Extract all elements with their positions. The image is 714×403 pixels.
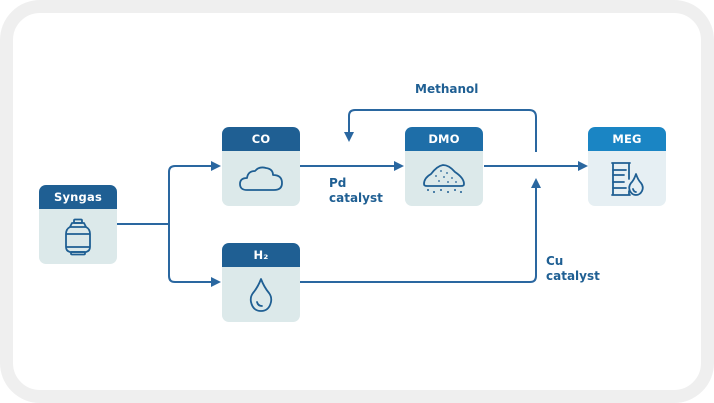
node-co[interactable]: CO (222, 127, 300, 206)
edge-h2-to-meg (300, 178, 541, 283)
label-cu-line1: Cu (546, 254, 564, 268)
node-h2[interactable]: H₂ (222, 243, 300, 322)
edge-to-h2 (168, 224, 221, 287)
edge-to-co (168, 161, 221, 224)
label-methanol: Methanol (415, 82, 479, 96)
label-pd-catalyst: Pd catalyst (329, 176, 383, 206)
node-syngas-title: Syngas (39, 185, 117, 209)
label-pd-line1: Pd (329, 176, 347, 190)
label-cu-line2: catalyst (546, 269, 600, 283)
node-meg-title: MEG (588, 127, 666, 151)
edge-methanol-recycle (344, 109, 537, 152)
node-meg[interactable]: MEG (588, 127, 666, 206)
powder-pile-icon (423, 163, 465, 193)
node-syngas[interactable]: Syngas (39, 185, 117, 264)
node-dmo[interactable]: DMO (405, 127, 483, 206)
barrel-drop-icon (611, 161, 644, 196)
node-dmo-title: DMO (405, 127, 483, 151)
water-drop-icon (249, 277, 273, 312)
node-co-title: CO (222, 127, 300, 151)
label-cu-catalyst: Cu catalyst (546, 254, 600, 284)
gas-cylinder-icon (65, 218, 91, 255)
cloud-icon (239, 166, 283, 191)
label-pd-line2: catalyst (329, 191, 383, 205)
node-h2-title: H₂ (222, 243, 300, 267)
